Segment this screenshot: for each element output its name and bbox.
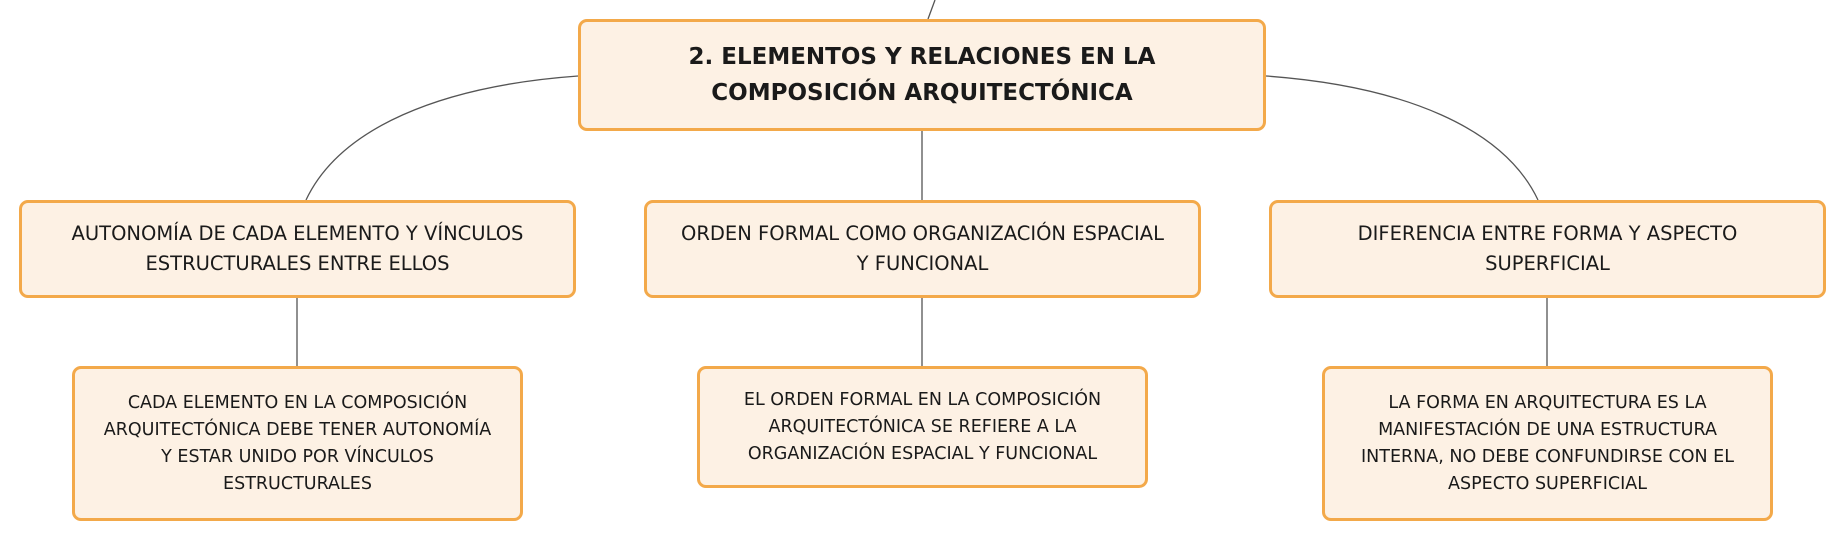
root-topic[interactable]: 2. ELEMENTOS Y RELACIONES EN LA COMPOSIC…: [578, 19, 1266, 131]
detail-topic-forma-aspecto[interactable]: LA FORMA EN ARQUITECTURA ES LA MANIFESTA…: [1322, 366, 1773, 521]
detail-topic-orden-formal[interactable]: EL ORDEN FORMAL EN LA COMPOSICIÓN ARQUIT…: [697, 366, 1148, 488]
branch-topic-label: DIFERENCIA ENTRE FORMA Y ASPECTO SUPERFI…: [1357, 222, 1738, 275]
branch-topic-orden-formal[interactable]: ORDEN FORMAL COMO ORGANIZACIÓN ESPACIAL …: [644, 200, 1201, 298]
detail-topic-label: EL ORDEN FORMAL EN LA COMPOSICIÓN ARQUIT…: [743, 389, 1102, 464]
root-topic-label: 2. ELEMENTOS Y RELACIONES EN LA COMPOSIC…: [688, 44, 1156, 106]
connector-root-to-branch-1: [305, 75, 579, 201]
detail-topic-autonomia[interactable]: CADA ELEMENTO EN LA COMPOSICIÓN ARQUITEC…: [72, 366, 523, 521]
connector-parent-to-root: [927, 0, 936, 20]
branch-topic-autonomia[interactable]: AUTONOMÍA DE CADA ELEMENTO Y VÍNCULOS ES…: [19, 200, 576, 298]
detail-topic-label: LA FORMA EN ARQUITECTURA ES LA MANIFESTA…: [1361, 392, 1734, 494]
detail-topic-label: CADA ELEMENTO EN LA COMPOSICIÓN ARQUITEC…: [103, 392, 492, 494]
branch-topic-forma-aspecto[interactable]: DIFERENCIA ENTRE FORMA Y ASPECTO SUPERFI…: [1269, 200, 1826, 298]
connector-root-to-branch-3: [1265, 75, 1539, 201]
branch-topic-label: AUTONOMÍA DE CADA ELEMENTO Y VÍNCULOS ES…: [71, 222, 524, 275]
branch-topic-label: ORDEN FORMAL COMO ORGANIZACIÓN ESPACIAL …: [680, 222, 1164, 275]
